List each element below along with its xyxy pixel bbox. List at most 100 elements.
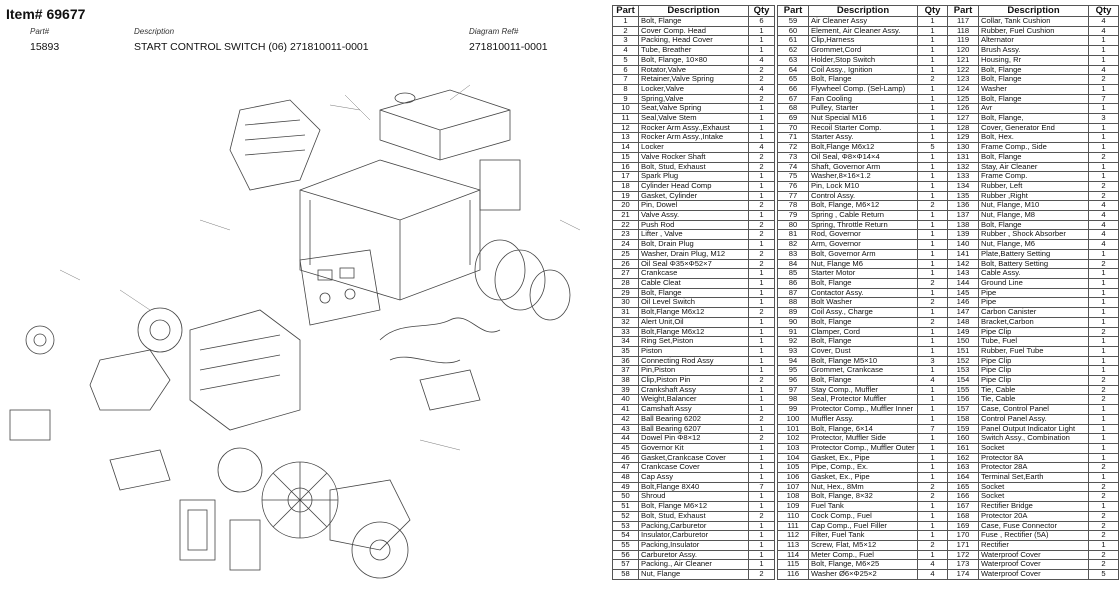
- part-number-cell: 55: [612, 539, 639, 551]
- part-number-cell: 104: [777, 452, 809, 464]
- description-cell: Camshaft Assy: [638, 404, 749, 415]
- description-cell: Bolt, Flange M5×10: [808, 355, 918, 367]
- part-number-cell: 96: [777, 375, 809, 386]
- description-cell: Gasket, Cylinder: [638, 190, 749, 202]
- part-number-cell: 174: [947, 569, 979, 580]
- part-number-cell: 114: [777, 549, 809, 561]
- description-cell: Bolt, Flange: [808, 316, 918, 328]
- qty-cell: 4: [748, 142, 775, 153]
- item-title: Item# 69677: [6, 6, 86, 22]
- description-cell: Coil Assy., Charge: [808, 307, 918, 318]
- part-number-cell: 83: [777, 248, 809, 260]
- description-cell: Terminal Set,Earth: [978, 472, 1089, 483]
- description-cell: Packing., Air Cleaner: [638, 559, 749, 571]
- part-number-cell: 56: [612, 549, 639, 561]
- part-number-cell: 74: [777, 161, 809, 173]
- qty-cell: 1: [748, 190, 775, 202]
- qty-cell: 2: [1088, 151, 1119, 163]
- qty-cell: 1: [1088, 277, 1119, 289]
- description-cell: Bolt, Flange: [978, 93, 1089, 105]
- part-number-cell: 136: [947, 200, 979, 212]
- part-number-cell: 62: [777, 45, 809, 56]
- qty-cell: 2: [748, 219, 775, 231]
- qty-cell: 4: [1088, 25, 1119, 37]
- part-number-cell: 38: [612, 375, 639, 386]
- part-number-cell: 128: [947, 122, 979, 134]
- part-number-cell: 150: [947, 336, 979, 347]
- qty-cell: 2: [748, 569, 775, 580]
- qty-column-header: Qty: [1088, 5, 1119, 17]
- description-cell: Control Assy.: [808, 190, 918, 202]
- description-cell: Nut, Hex., 8Mm: [808, 481, 918, 493]
- qty-cell: 1: [917, 64, 948, 76]
- part-number-cell: 59: [777, 16, 809, 27]
- description-cell: Rubber ,Right: [978, 190, 1089, 202]
- description-cell: Clip,Piston Pin: [638, 375, 749, 386]
- qty-cell: 1: [917, 549, 948, 561]
- description-cell: Carbon Canister: [978, 307, 1089, 318]
- description-cell: Cable Assy.: [978, 268, 1089, 279]
- qty-cell: 2: [1088, 510, 1119, 522]
- part-number-cell: 121: [947, 54, 979, 66]
- part-number-cell: 20: [612, 200, 639, 212]
- part-number-cell: 148: [947, 316, 979, 328]
- qty-cell: 5: [917, 142, 948, 153]
- qty-cell: 1: [1088, 287, 1119, 299]
- description-cell: Frame Comp.: [978, 171, 1089, 182]
- part-number-cell: 31: [612, 307, 639, 318]
- description-cell: Bolt, Flange, 8×32: [808, 491, 918, 503]
- description-cell: Rubber, Fuel Tube: [978, 345, 1089, 357]
- recoil-starter-drawing: [329, 479, 411, 579]
- diagram-ref-label: Diagram Ref#: [469, 27, 519, 36]
- qty-cell: 2: [917, 316, 948, 328]
- engine-block-drawing: [137, 99, 321, 431]
- part-number-cell: 78: [777, 200, 809, 212]
- flywheel-drawing: [217, 447, 339, 539]
- description-cell: Protector Comp., Muffler Inner: [808, 404, 918, 415]
- part-number-cell: 87: [777, 287, 809, 299]
- part-number-cell: 134: [947, 180, 979, 192]
- part-number-cell: 22: [612, 219, 639, 231]
- description-cell: Nut, Flange, M8: [978, 210, 1089, 221]
- qty-cell: 1: [748, 210, 775, 221]
- description-cell: Nut, Flange, M10: [978, 200, 1089, 212]
- part-number-cell: 2: [612, 25, 639, 37]
- qty-cell: 1: [748, 549, 775, 561]
- description-cell: Washer, Drain Plug, M12: [638, 248, 749, 260]
- qty-cell: 1: [748, 180, 775, 192]
- qty-cell: 1: [1088, 442, 1119, 454]
- part-number-cell: 73: [777, 151, 809, 163]
- description-cell: Rotator,Valve: [638, 64, 749, 76]
- qty-cell: 1: [917, 25, 948, 37]
- qty-cell: 1: [1088, 45, 1119, 56]
- qty-cell: 1: [917, 248, 948, 260]
- qty-cell: 1: [917, 510, 948, 522]
- description-cell: Panel Output Indicator Light: [978, 423, 1089, 435]
- part-number-cell: 65: [777, 74, 809, 85]
- part-number-cell: 170: [947, 530, 979, 541]
- description-cell: Stay Comp., Muffler: [808, 384, 918, 396]
- part-number-cell: 94: [777, 355, 809, 367]
- qty-cell: 1: [917, 530, 948, 541]
- description-cell: Waterproof Cover: [978, 569, 1089, 580]
